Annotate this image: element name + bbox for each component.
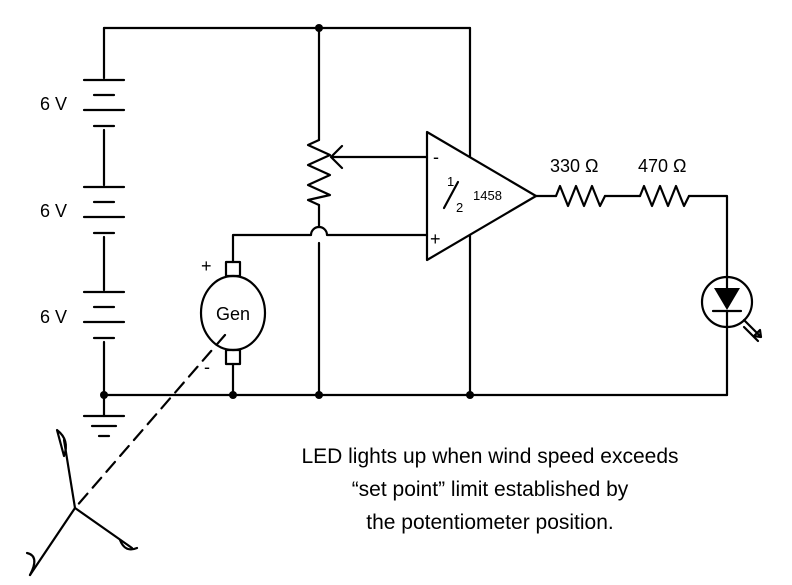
caption-line-2: “set point” limit established by [351, 478, 629, 501]
anemometer [25, 428, 139, 577]
caption: LED lights up when wind speed exceeds “s… [210, 440, 770, 539]
shaft-dashed-line [73, 333, 227, 510]
caption-line-1: LED lights up when wind speed exceeds [301, 445, 679, 468]
output-wire [534, 194, 729, 278]
opamp-inverting-sign: - [433, 147, 439, 167]
opamp-label: 1 2 1458 [442, 174, 502, 215]
battery-2 [82, 185, 126, 235]
battery-3-label: 6 V [40, 307, 67, 327]
generator-plus-sign: + [201, 256, 212, 276]
battery-1 [82, 78, 126, 128]
generator-minus-sign: - [204, 357, 210, 377]
led [700, 274, 754, 397]
op-amp [425, 130, 538, 262]
junction-dots [100, 24, 474, 399]
generator-label: Gen [216, 304, 250, 324]
light-emission-arrow [742, 318, 763, 343]
resistor-330-label: 330 Ω [550, 156, 599, 176]
noninverting-input-wire [231, 225, 429, 264]
resistor-470-label: 470 Ω [638, 156, 687, 176]
ground-symbol [82, 414, 126, 438]
caption-line-3: the potentiometer position. [366, 511, 614, 534]
opamp-fraction-denominator: 2 [456, 200, 463, 215]
generator [199, 260, 267, 397]
opamp-noninverting-sign: + [430, 229, 441, 249]
battery-3 [82, 290, 126, 340]
battery-1-label: 6 V [40, 94, 67, 114]
resistor-330 [554, 184, 607, 208]
potentiometer-wiper [329, 144, 429, 170]
opamp-fraction-numerator: 1 [447, 174, 454, 189]
resistor-470 [638, 184, 691, 208]
opamp-part-number: 1458 [473, 188, 502, 203]
potentiometer [306, 138, 332, 207]
battery-2-label: 6 V [40, 201, 67, 221]
